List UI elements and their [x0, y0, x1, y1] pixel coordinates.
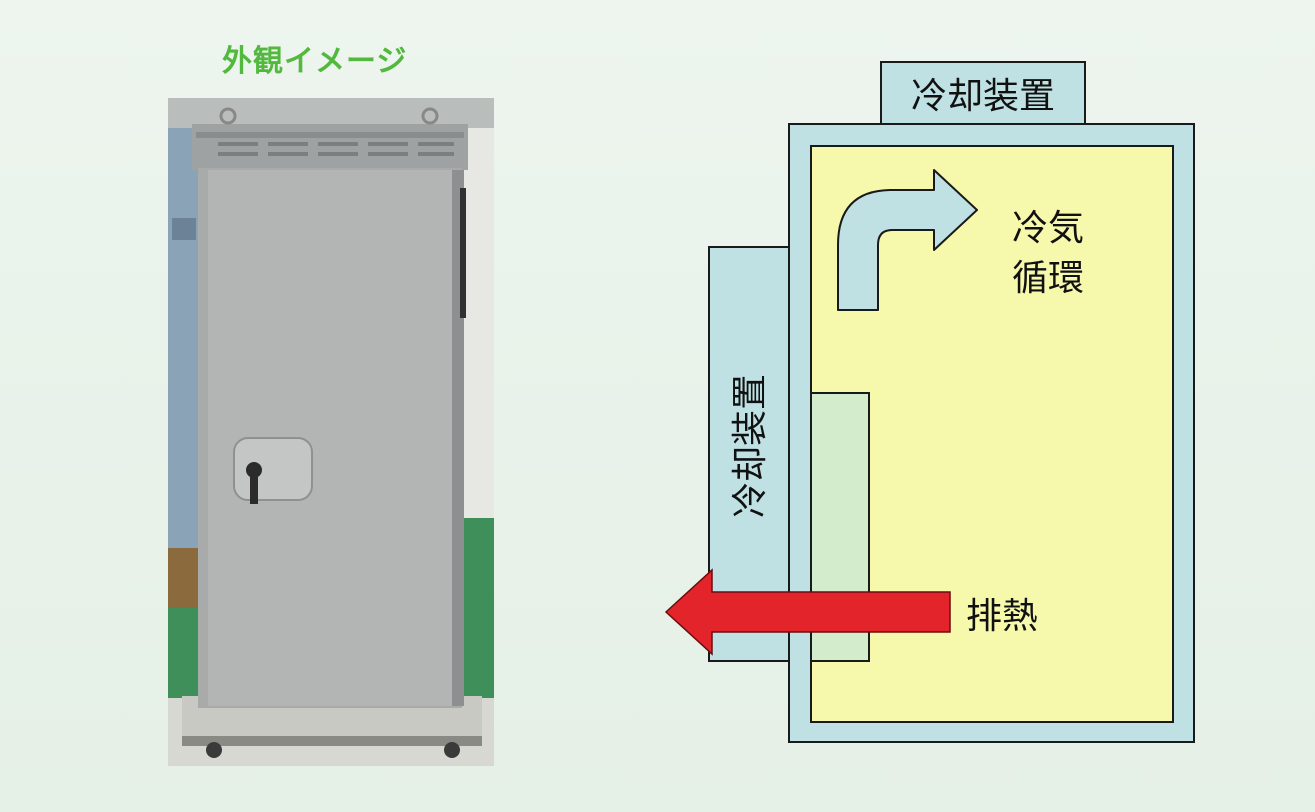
heat-exhaust-label: 排熱: [966, 596, 1038, 637]
cool-air-label-line1: 冷気: [1012, 208, 1084, 249]
cool-air-label-line2: 循環: [1012, 258, 1084, 299]
photo-title: 外観イメージ: [222, 44, 408, 79]
cooling-diagram: 冷却装置 冷却装置 冷気 循環 排熱: [650, 50, 1270, 770]
cabinet-photo: [168, 98, 494, 766]
side-cooling-unit-label: 冷却装置: [730, 374, 771, 518]
heat-exhaust-arrow: [664, 568, 951, 656]
top-cooling-unit-label: 冷却装置: [911, 76, 1055, 117]
top-cooling-unit: [880, 61, 1086, 127]
cool-air-circulation-arrow: [837, 169, 978, 311]
